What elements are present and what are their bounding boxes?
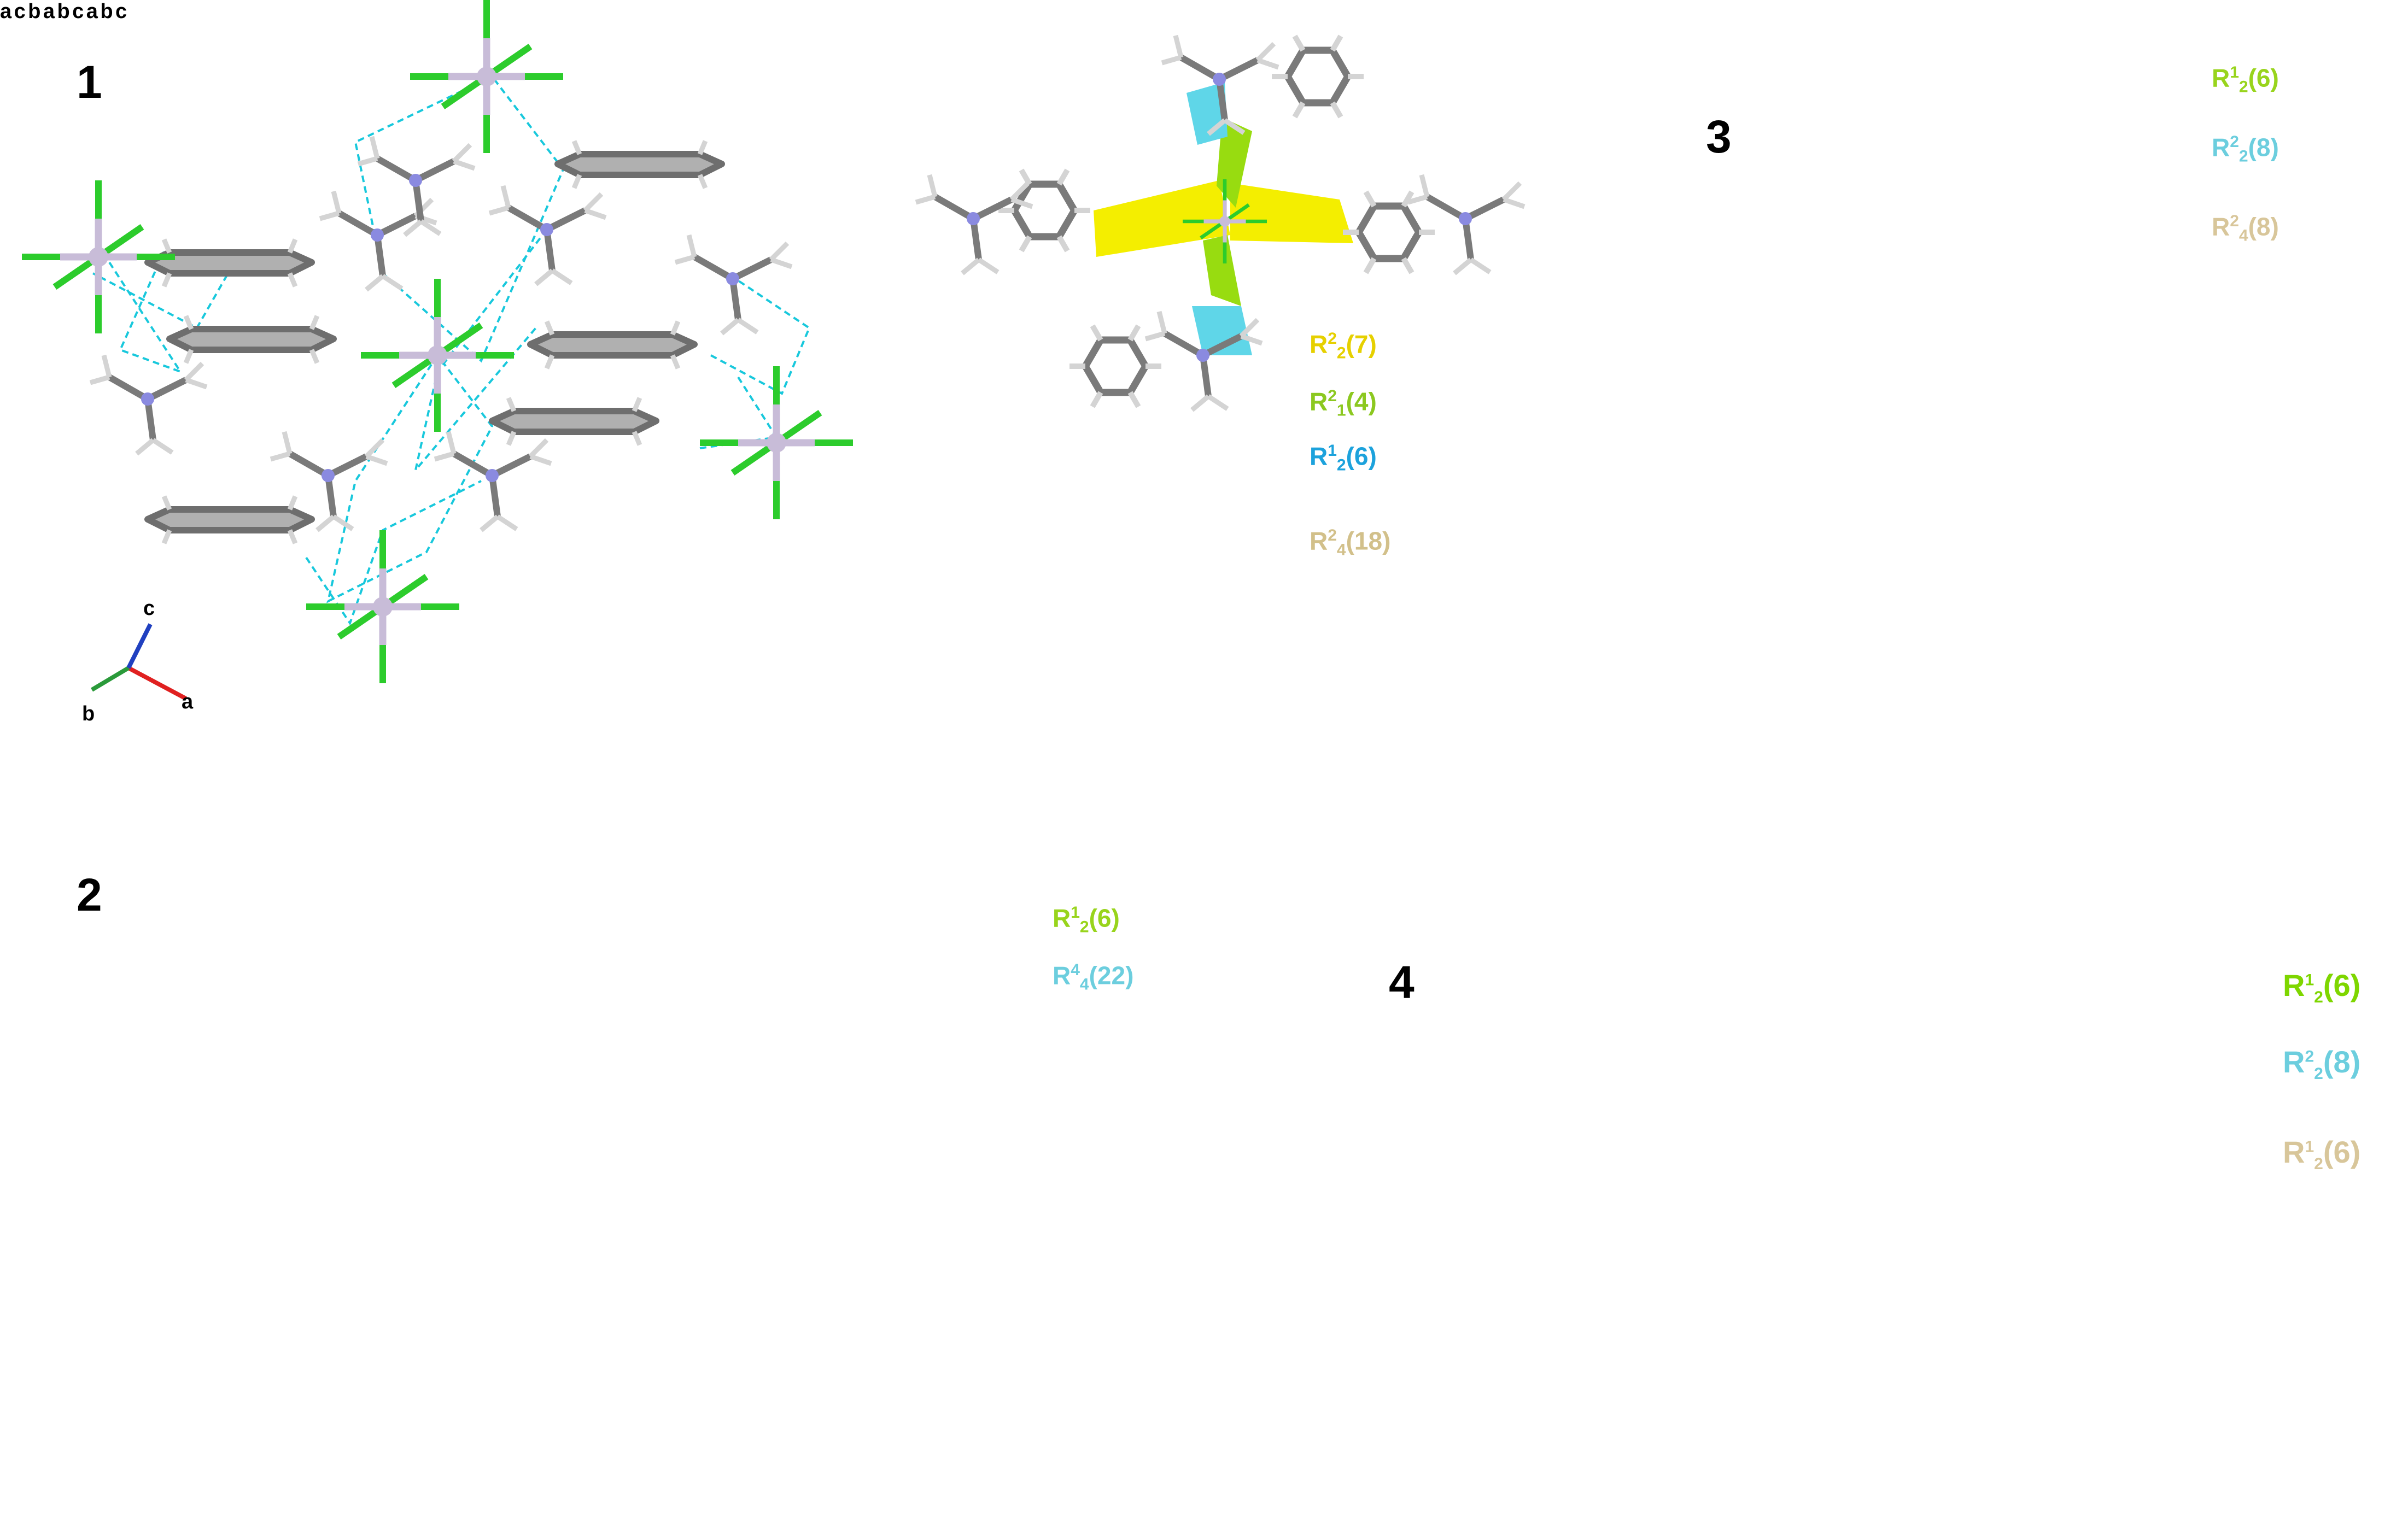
motif-label-1-r126: R12(6) <box>1310 443 1377 474</box>
motif-sub: 2 <box>1336 456 1346 474</box>
motif-ring: (7) <box>1346 330 1377 359</box>
motif-inset-1a <box>916 36 1524 410</box>
axis-c-label-4: c <box>115 0 127 23</box>
motif-r: R <box>1053 961 1071 990</box>
ring-r126-bottom <box>1192 306 1252 355</box>
motif-ring: (8) <box>2248 133 2279 162</box>
axis-b-label-2: b <box>28 0 41 23</box>
motif-r: R <box>1310 387 1328 416</box>
motif-sub: 4 <box>2238 226 2248 245</box>
axis-a-label-4: a <box>86 0 98 23</box>
motif-sup: 2 <box>1328 330 1337 348</box>
motif-r: R <box>2212 133 2230 162</box>
motif-sup: 4 <box>1071 961 1080 979</box>
axis-a-label-2: a <box>0 0 12 23</box>
motif-r: R <box>1310 526 1328 555</box>
motif-ring: (22) <box>1089 961 1134 990</box>
motif-ring: (8) <box>2323 1045 2361 1079</box>
axes-triad-1: c b a <box>82 597 194 725</box>
motif-sup: 1 <box>2305 971 2315 989</box>
axis-a-label-3: a <box>43 0 55 23</box>
axis-a-label-1: a <box>182 690 194 713</box>
motif-ring: (6) <box>1089 904 1120 932</box>
motif-sup: 1 <box>1328 442 1337 460</box>
motif-ring: (6) <box>2323 1135 2361 1169</box>
motif-sub: 2 <box>2314 1065 2323 1083</box>
motif-r: R <box>1310 442 1328 471</box>
motif-ring: (6) <box>1346 442 1377 471</box>
motif-sub: 2 <box>2314 988 2323 1007</box>
motif-ring: (4) <box>1346 387 1377 416</box>
axes-triad-2: a c b <box>0 0 43 23</box>
motif-label-1-r2418: R24(18) <box>1310 527 1390 559</box>
motif-sub: 4 <box>1336 541 1346 559</box>
motif-label-2-r126: R12(6) <box>1053 905 1120 936</box>
motif-sup: 1 <box>1071 904 1080 922</box>
motif-sub: 2 <box>2238 78 2248 96</box>
motif-sub: 2 <box>2238 147 2248 166</box>
ring-r227-left <box>1094 180 1230 257</box>
motif-r: R <box>2212 212 2230 241</box>
panel-label-4: 4 <box>1389 957 1415 1008</box>
ring-r227-right <box>1230 183 1353 243</box>
hydrogen-bond-network-1 <box>92 75 811 626</box>
motif-r: R <box>1310 330 1328 359</box>
motif-r: R <box>1053 904 1071 932</box>
motif-sub: 4 <box>1079 975 1089 994</box>
motif-label-4-r126b: R12(6) <box>2283 1137 2360 1172</box>
motif-label-3-r248: R24(8) <box>2212 213 2279 244</box>
motif-r: R <box>2283 1045 2305 1079</box>
axes-triad-4: a b c <box>86 0 127 23</box>
motif-label-1-r214: R21(4) <box>1310 388 1377 419</box>
motif-label-4-r228: R22(8) <box>2283 1047 2360 1082</box>
axis-c-label-1: c <box>143 597 155 620</box>
motif-label-3-r228: R22(8) <box>2212 134 2279 165</box>
motif-sup: 2 <box>1328 387 1337 405</box>
motif-label-3-r126: R12(6) <box>2212 64 2279 96</box>
motif-r: R <box>2283 968 2305 1002</box>
motif-ring: (6) <box>2323 968 2361 1002</box>
axis-b-label-3: b <box>57 0 70 23</box>
motif-sup: 1 <box>2305 1137 2315 1156</box>
axes-triad-3: a b c <box>43 0 86 23</box>
motif-r: R <box>2212 63 2230 92</box>
motif-sub: 2 <box>2314 1155 2323 1174</box>
axis-c-label-3: c <box>72 0 84 23</box>
motif-sup: 2 <box>2230 212 2239 230</box>
motif-sup: 2 <box>2230 133 2239 151</box>
motif-sub: 1 <box>1336 401 1346 420</box>
panel-label-1: 1 <box>77 56 102 108</box>
motif-label-2-r4422: R44(22) <box>1053 962 1133 993</box>
motif-ring: (6) <box>2248 63 2279 92</box>
motif-sub: 2 <box>1079 918 1089 936</box>
motif-sup: 2 <box>2305 1047 2315 1066</box>
panel-1-structure <box>22 0 853 683</box>
panel-label-3: 3 <box>1706 111 1732 162</box>
motif-label-1-r227: R22(7) <box>1310 331 1377 362</box>
motif-ring: (8) <box>2248 212 2279 241</box>
motif-label-4-r126a: R12(6) <box>2283 970 2360 1006</box>
motif-sup: 2 <box>1328 526 1337 544</box>
motif-sup: 1 <box>2230 63 2239 81</box>
motif-sub: 2 <box>1336 344 1346 362</box>
axis-b-label-1: b <box>82 702 95 725</box>
panel-label-2: 2 <box>77 869 102 920</box>
ring-r214-bottom <box>1203 235 1241 306</box>
motif-ring: (18) <box>1346 526 1391 555</box>
axis-c-label-2: c <box>14 0 26 23</box>
axis-b-label-4: b <box>100 0 113 23</box>
motif-r: R <box>2283 1135 2305 1169</box>
